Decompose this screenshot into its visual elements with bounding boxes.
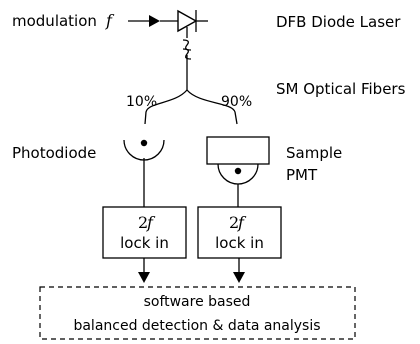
fiber-splitter (144, 89, 238, 125)
pmt-label: PMT (286, 166, 318, 184)
lockin-left-freq-sym: f (146, 213, 156, 232)
lockin-left-box: 2 f lock in (102, 206, 187, 259)
diode-laser-symbol (160, 9, 208, 38)
fiber-coil-icon (182, 39, 192, 90)
lockin-right-freq-num: 2 (229, 213, 239, 232)
sample-label: Sample (286, 144, 342, 162)
modulation-label: modulation f (12, 11, 115, 30)
split-left-percent: 10% (126, 94, 157, 110)
pmt-detector (217, 163, 259, 207)
photodiode-label: Photodiode (12, 144, 96, 162)
laser-label: DFB Diode Laser (276, 13, 401, 31)
lockin-left-freq-num: 2 (138, 213, 148, 232)
lockin-right-freq-sym: f (237, 213, 247, 232)
lockin-right-label: lock in (215, 234, 264, 252)
split-right-percent: 90% (221, 94, 252, 110)
modulation-arrow (128, 15, 160, 27)
software-line1: software based (144, 294, 251, 310)
lockin-left-label: lock in (120, 234, 169, 252)
software-analysis-box: software based balanced detection & data… (39, 286, 356, 340)
fibers-label: SM Optical Fibers (276, 80, 406, 98)
photodiode-detector (123, 139, 165, 207)
modulation-text: modulation (12, 12, 97, 30)
arrow-left-to-software (138, 258, 150, 283)
sample-cell (206, 136, 270, 165)
modulation-symbol: f (105, 11, 115, 30)
software-line2: balanced detection & data analysis (73, 318, 320, 334)
arrow-right-to-software (233, 258, 245, 283)
lockin-right-box: 2 f lock in (197, 206, 282, 259)
